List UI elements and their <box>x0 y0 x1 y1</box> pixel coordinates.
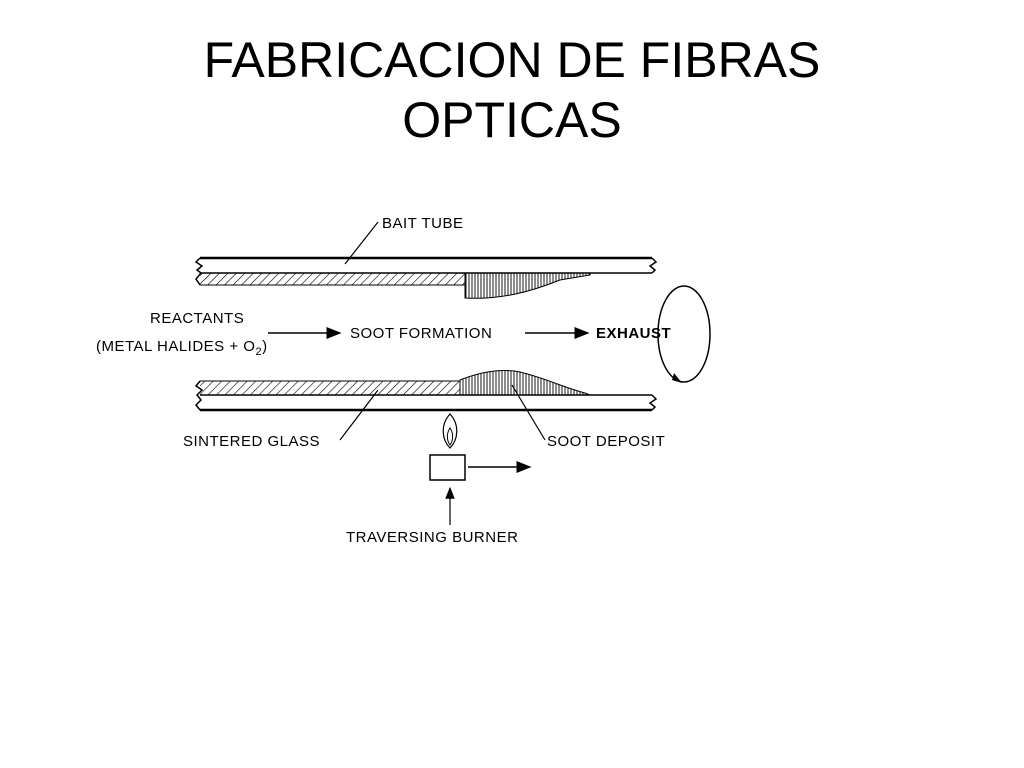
label-soot-deposit: SOOT DEPOSIT <box>547 433 665 450</box>
slide-title: FABRICACION DE FIBRAS OPTICAS <box>0 30 1024 150</box>
upper-tube-wall <box>194 256 658 299</box>
label-exhaust: EXHAUST <box>596 325 671 342</box>
rotation-indicator <box>657 285 711 383</box>
traversing-burner <box>429 413 532 525</box>
label-reactants: REACTANTS <box>150 310 244 327</box>
title-line-2: OPTICAS <box>402 92 622 148</box>
reactants-subscript: 2 <box>255 346 262 358</box>
leader-lines <box>339 221 546 441</box>
label-bait-tube: BAIT TUBE <box>382 215 463 232</box>
reactants-detail-text: (METAL HALIDES + O <box>96 338 255 355</box>
reactants-close: ) <box>262 338 268 355</box>
label-traversing-burner: TRAVERSING BURNER <box>346 529 518 546</box>
title-line-1: FABRICACION DE FIBRAS <box>203 32 821 88</box>
label-reactants-detail: (METAL HALIDES + O2) <box>96 338 268 358</box>
label-soot-formation: SOOT FORMATION <box>350 325 492 342</box>
label-sintered-glass: SINTERED GLASS <box>183 433 320 450</box>
lower-tube-wall <box>194 369 658 412</box>
